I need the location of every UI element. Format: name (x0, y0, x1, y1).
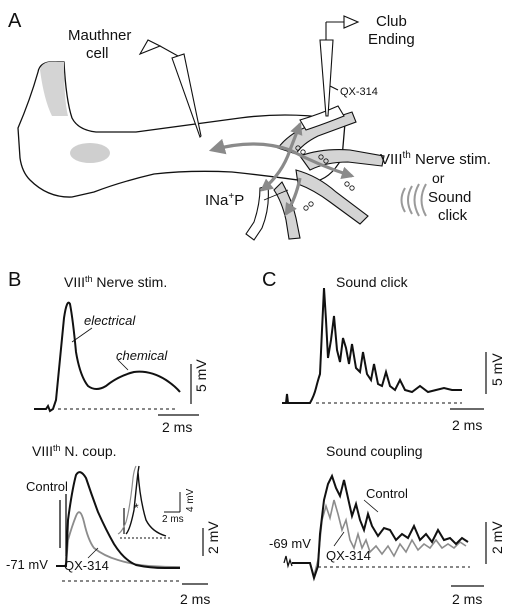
c-control-trace (292, 473, 469, 582)
c-bottom-scale-t: 2 ms (452, 591, 482, 607)
b-inset: * 4 mV 2 ms (117, 465, 196, 539)
mauthner-electrode (138, 39, 202, 139)
c-top-scale-bar (450, 352, 487, 410)
sound-label-1: Sound (428, 189, 471, 206)
inap-main: INa (205, 192, 229, 209)
b-inset-scale-bar (164, 492, 181, 513)
c-qx314-trace (292, 499, 467, 579)
c-control-label: Control (366, 486, 408, 501)
panel-b: B VIIIth Nerve stim. electrical chemical… (6, 269, 221, 607)
c-bottom-scale-v: 2 mV (489, 521, 505, 554)
b-bottom-title-sup: th (53, 443, 61, 453)
b-top-title-end: Nerve stim. (93, 274, 168, 290)
b-top-scale-v: 5 mV (193, 359, 209, 392)
c-top-trace (282, 287, 462, 404)
mauthner-cell-label-2: cell (86, 45, 109, 62)
b-top-title-main: VIII (64, 274, 85, 290)
vesicles (295, 145, 355, 211)
c-top-scale-t: 2 ms (452, 417, 482, 433)
club-ending-label-2: Ending (368, 31, 415, 48)
c-top-title: Sound click (336, 274, 409, 290)
b-top-trace (34, 301, 181, 413)
qx314-label-a: QX-314 (340, 86, 378, 98)
nerve-stim-end: Nerve stim. (411, 151, 491, 168)
b-bottom-scale-bar (182, 528, 208, 585)
c-top-scale-v: 5 mV (489, 353, 505, 386)
b-bottom-scale-v: 2 mV (205, 521, 221, 554)
panel-c-letter: C (262, 269, 276, 291)
c-qx314-pointer (333, 531, 345, 547)
b-qx314-pointer (87, 547, 99, 559)
b-top-scale-t: 2 ms (162, 419, 192, 435)
b-control-trace (56, 471, 180, 569)
b-bottom-title: VIIIth N. coup. (32, 443, 117, 459)
club-ending-label-1: Club (376, 13, 407, 30)
inap-end: P (234, 192, 244, 209)
c-bottom-title: Sound coupling (326, 443, 423, 459)
b-top-scale-bar (158, 364, 199, 416)
inap-label: INa+P (205, 191, 244, 209)
dendrite-shading (40, 61, 68, 116)
c-qx314-label: QX-314 (326, 548, 371, 563)
panel-c: C Sound click 5 mV 2 ms Sound coupling C… (262, 269, 505, 607)
b-top-title: VIIIth Nerve stim. (64, 274, 167, 290)
b-inset-scale-t: 2 ms (162, 514, 184, 525)
b-bottom-title-end: N. coup. (61, 443, 117, 459)
panel-a: A (8, 10, 491, 241)
sound-wave-icon (400, 183, 427, 217)
chemical-label: chemical (116, 348, 168, 363)
b-qx314-trace (56, 511, 181, 568)
c-control-pointer (363, 499, 379, 513)
nerve-stim-sup: th (403, 150, 411, 161)
chemical-pointer (117, 359, 129, 371)
c-stim-artifact (283, 555, 293, 569)
panel-b-letter: B (8, 269, 21, 291)
b-qx314-label: QX-314 (64, 558, 109, 573)
b-top-title-sup: th (85, 274, 93, 284)
or-label: or (432, 170, 445, 186)
c-resting-potential: -69 mV (269, 536, 311, 551)
b-bottom-title-main: VIII (32, 443, 53, 459)
b-control-label: Control (26, 479, 68, 494)
panel-a-letter: A (8, 10, 22, 32)
inap-pointer (263, 189, 289, 201)
b-resting-potential: -71 mV (6, 557, 48, 572)
nerve-stim-label: VIIIth Nerve stim. (380, 150, 491, 168)
electrical-label: electrical (84, 313, 136, 328)
b-stim-artifact (59, 494, 67, 556)
cell-nucleus (70, 143, 110, 163)
mauthner-cell-label-1: Mauthner (68, 27, 131, 44)
club-ending-electrode (319, 15, 360, 117)
nerve-stim-main: VIII (380, 151, 403, 168)
inap-sup: + (228, 191, 234, 202)
electrical-pointer (71, 327, 93, 343)
b-bottom-scale-t: 2 ms (180, 591, 210, 607)
c-bottom-scale-bar (451, 522, 487, 587)
b-inset-scale-v: 4 mV (185, 488, 196, 512)
sound-label-2: click (438, 207, 468, 224)
b-inset-marker: * (134, 501, 139, 515)
current-arrows (208, 121, 355, 217)
